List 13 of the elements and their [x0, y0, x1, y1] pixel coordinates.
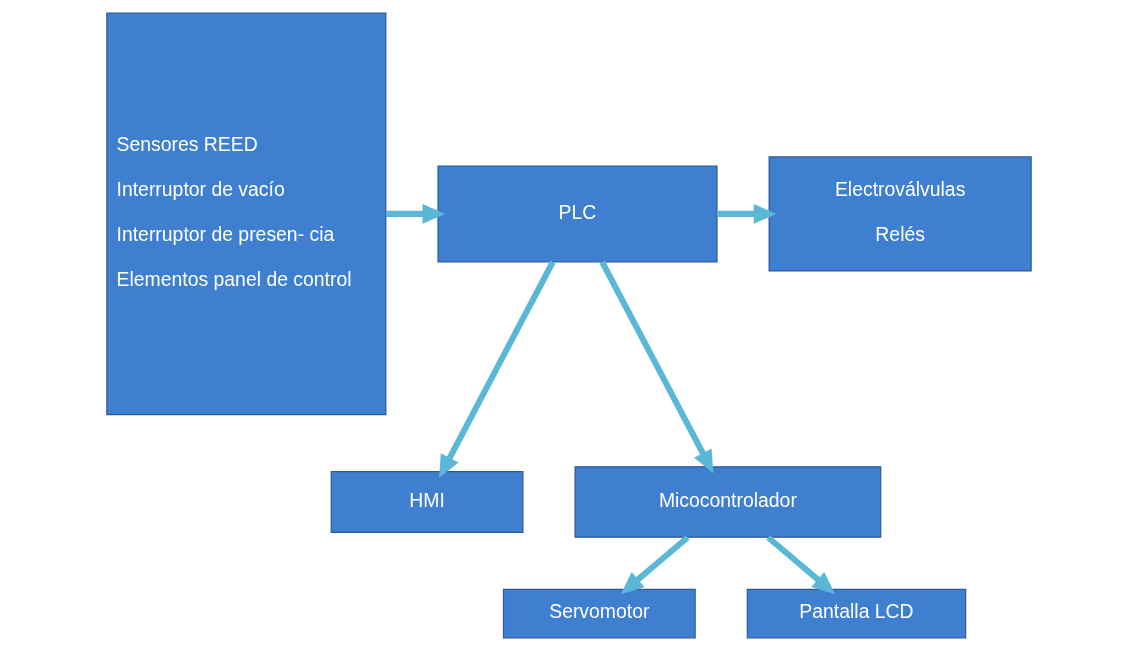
arrow	[716, 203, 776, 224]
arrow	[598, 260, 713, 474]
node-box: Electroválvulas Relés	[768, 156, 1032, 272]
node-box: Sensores REED Interruptor de vacío Interruptor de presen- cia Elementos panel de control	[105, 12, 386, 416]
arrow	[765, 535, 835, 595]
arrow	[385, 203, 445, 224]
arrow	[620, 535, 690, 595]
arrow	[438, 260, 555, 479]
node-box: PLC	[436, 165, 718, 263]
node-box: Servomotor	[502, 588, 696, 639]
node-box: Pantalla LCD	[746, 588, 966, 639]
node-box: Micocontrolador	[573, 466, 881, 538]
node-box: HMI	[330, 471, 523, 533]
